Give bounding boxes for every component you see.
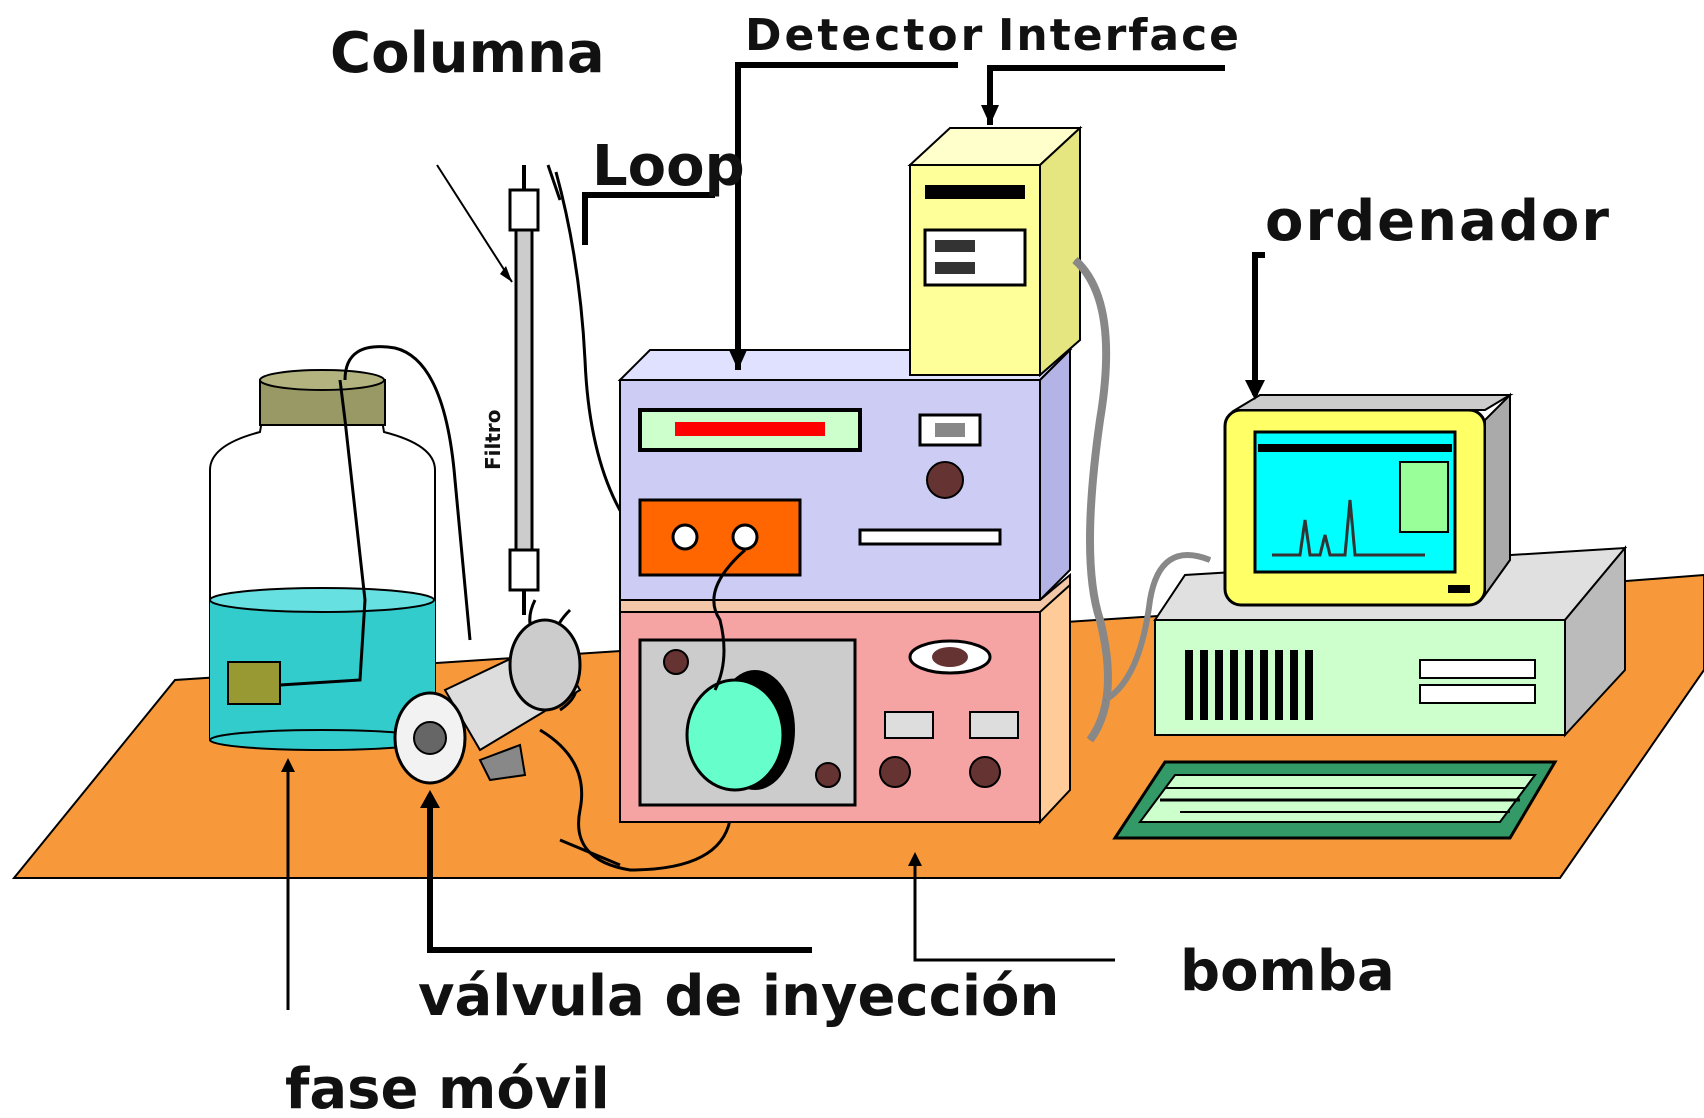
label-bomba: bomba — [1180, 939, 1395, 1004]
hplc-column-icon — [508, 165, 540, 615]
drive-slots — [1185, 650, 1313, 720]
interface-box-icon — [907, 125, 1083, 378]
filtro-label: Filtro — [481, 409, 505, 470]
injection-valve-icon — [393, 618, 582, 785]
label-ordenador: ordenador — [1265, 189, 1611, 254]
label-fase-movil: fase móvil — [285, 1057, 610, 1118]
label-interface: Interface — [998, 10, 1241, 61]
label-valvula: válvula de inyección — [418, 964, 1059, 1029]
label-detector: Detector — [745, 10, 985, 61]
detector-unit-icon — [617, 347, 1073, 603]
label-columna: Columna — [330, 21, 605, 86]
label-loop: Loop — [592, 134, 745, 199]
computer-icon — [1153, 392, 1628, 738]
keyboard-icon — [1112, 760, 1558, 840]
pump-unit-icon — [619, 572, 1071, 825]
solvent-bottle-icon — [209, 369, 436, 751]
